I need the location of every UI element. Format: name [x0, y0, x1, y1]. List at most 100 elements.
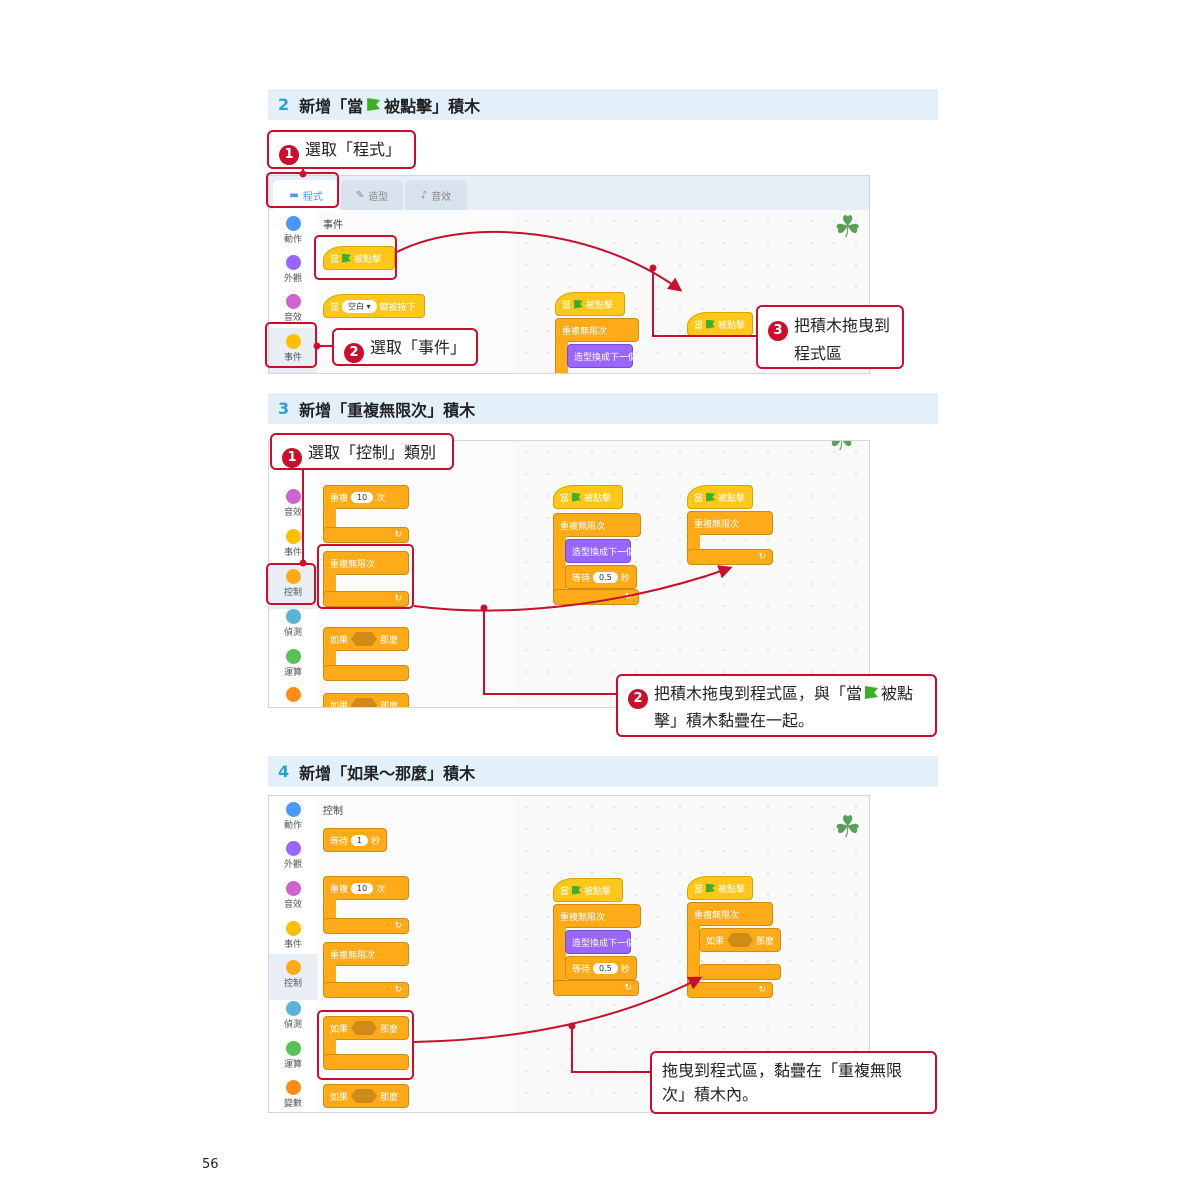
- forever-block[interactable]: 重複無限次: [323, 942, 409, 966]
- category-events[interactable]: 事件: [269, 328, 317, 373]
- green-flag-icon: [572, 885, 582, 895]
- callout-text: 次」積木內。: [662, 1085, 759, 1104]
- next-costume-block[interactable]: 造型換成下一個: [567, 344, 637, 368]
- block-text: 重複: [330, 493, 349, 504]
- block-text: 如果: [706, 936, 725, 947]
- when-key-pressed-block[interactable]: 當空白 ▾鍵被按下: [323, 294, 425, 318]
- callout-drag-if-into-forever: 拖曳到程式區，黏疊在「重複無限 次」積木內。: [650, 1051, 937, 1114]
- key-dropdown[interactable]: 空白 ▾: [342, 299, 377, 313]
- tab-code[interactable]: ▬ 程式: [273, 180, 339, 210]
- category-dot-icon: [285, 569, 301, 584]
- when-flag-highlight: [314, 235, 397, 280]
- palette-title: 事件: [323, 220, 343, 231]
- tab-sounds[interactable]: ♪ 音效: [405, 180, 467, 210]
- dropped-when-flag-block[interactable]: 當被點擊: [687, 312, 753, 336]
- condition-slot[interactable]: [351, 1021, 378, 1035]
- category-motion[interactable]: 動作: [269, 216, 317, 245]
- block-text: 那麼: [755, 936, 774, 947]
- callout-text: 把積木拖曳到: [794, 316, 891, 335]
- if-then-block-2[interactable]: 如果那麼: [323, 693, 409, 708]
- block-text: 當: [330, 302, 340, 313]
- when-flag-block[interactable]: 當被點擊: [555, 292, 625, 316]
- block-text: 那麼: [380, 1024, 399, 1035]
- green-flag-icon: [865, 686, 879, 699]
- category-variables[interactable]: [269, 687, 317, 702]
- category-control[interactable]: 控制: [269, 565, 317, 609]
- block-text: 被點擊: [718, 493, 746, 504]
- repeat-count-input[interactable]: 10: [351, 882, 374, 894]
- next-costume-block[interactable]: 造型換成下一個: [565, 539, 635, 563]
- tab-costumes[interactable]: ✎ 造型: [341, 180, 403, 210]
- forever-block[interactable]: 重複無限次: [555, 318, 639, 342]
- block-text: 那麼: [380, 701, 399, 708]
- category-label: 事件: [283, 548, 302, 558]
- dropped-when-flag-block[interactable]: 當被點擊: [687, 485, 753, 509]
- block-text: 重複無限次: [560, 521, 606, 532]
- when-flag-block[interactable]: 當被點擊: [553, 485, 623, 509]
- condition-slot[interactable]: [351, 1089, 378, 1103]
- block-text: 如果: [330, 1024, 349, 1035]
- wait-seconds-input[interactable]: 1: [351, 834, 369, 846]
- if-block-foot: [323, 1054, 409, 1070]
- forever-block-arm: [555, 340, 568, 373]
- category-operators[interactable]: 運算: [269, 1041, 317, 1070]
- green-flag-icon: [706, 492, 716, 502]
- category-variables[interactable]: 變數: [269, 1080, 317, 1109]
- forever-block[interactable]: 重複無限次: [553, 513, 641, 537]
- block-text: 造型換成下一個: [574, 352, 638, 363]
- forever-block[interactable]: 重複無限次: [323, 551, 409, 575]
- category-label: 運算: [283, 1060, 302, 1070]
- category-dot-icon: [285, 881, 301, 896]
- loop-arrow-icon: ↻: [624, 983, 632, 993]
- category-sound[interactable]: 音效: [269, 881, 317, 910]
- step-badge: 3: [768, 321, 788, 341]
- dropped-if-then-block[interactable]: 如果 那麼: [699, 928, 781, 952]
- drag-arrow-step2: [396, 231, 683, 292]
- category-sensing[interactable]: 偵測: [269, 609, 317, 638]
- if-then-block[interactable]: 如果那麼: [323, 627, 409, 651]
- if-then-block[interactable]: 如果 那麼: [323, 1016, 409, 1040]
- block-text: 次: [376, 884, 386, 895]
- wait-seconds-input[interactable]: 0.5: [593, 962, 618, 974]
- category-looks[interactable]: 外觀: [269, 255, 317, 284]
- dropped-forever-block[interactable]: 重複無限次: [687, 511, 773, 535]
- category-label: 動作: [283, 821, 302, 831]
- category-motion[interactable]: 動作: [269, 802, 317, 831]
- when-flag-block[interactable]: 當被點擊: [323, 246, 395, 270]
- category-operators[interactable]: 運算: [269, 649, 317, 678]
- category-events[interactable]: 事件: [269, 529, 317, 558]
- next-costume-block[interactable]: 造型換成下一個: [565, 930, 635, 954]
- category-looks[interactable]: 外觀: [269, 841, 317, 870]
- if-then-block-2[interactable]: 如果那麼: [323, 1084, 409, 1108]
- dropped-forever-block[interactable]: 重複無限次: [687, 902, 773, 926]
- loop-arrow-icon: ↻: [394, 921, 402, 931]
- category-sound[interactable]: 音效: [269, 489, 317, 518]
- when-flag-block[interactable]: 當被點擊: [553, 878, 623, 902]
- palette-title: 控制: [323, 806, 343, 817]
- loop-arrow-icon: ↻: [624, 592, 632, 602]
- category-events[interactable]: 事件: [269, 921, 317, 950]
- category-label: 變數: [283, 1099, 302, 1109]
- condition-slot[interactable]: [727, 933, 753, 947]
- condition-slot[interactable]: [351, 632, 378, 646]
- repeat-count-input[interactable]: 10: [351, 491, 374, 503]
- speaker-icon: ♪: [420, 189, 428, 201]
- category-label: 偵測: [283, 1020, 302, 1030]
- wait-seconds-input[interactable]: 0.5: [593, 571, 618, 583]
- dropped-when-flag-block[interactable]: 當被點擊: [687, 876, 753, 900]
- block-text: 被點擊: [584, 886, 612, 897]
- category-sensing[interactable]: 偵測: [269, 1001, 317, 1030]
- condition-slot[interactable]: [351, 698, 378, 707]
- category-control[interactable]: 控制: [269, 954, 317, 1000]
- category-sound[interactable]: 音效: [269, 294, 317, 323]
- category-label: 動作: [283, 235, 302, 245]
- forever-block[interactable]: 重複無限次: [553, 904, 641, 928]
